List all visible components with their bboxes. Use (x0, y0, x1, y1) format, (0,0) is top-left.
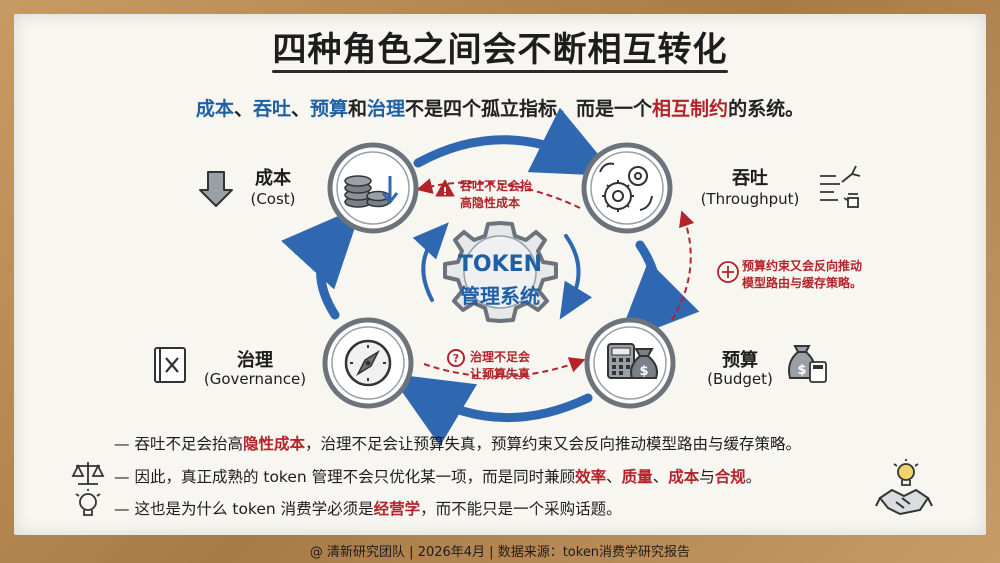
bullet-text: 、 (606, 468, 622, 486)
subtitle-middle: 不是四个孤立指标，而是一个 (405, 98, 653, 120)
bullet-text: 。 (745, 468, 762, 486)
subtitle-budget: 预算 (309, 98, 348, 120)
subtitle-cost: 成本 (195, 98, 234, 120)
bullet-text: 吞吐不足会抬高 (134, 435, 243, 453)
page-title: 四种角色之间会不断相互转化 (272, 30, 728, 70)
bullet-1: — 吞吐不足会抬高隐性成本，治理不足会让预算失真，预算约束又会反向推动模型路由与… (114, 432, 801, 454)
governance-sublabel: (Governance) (203, 370, 307, 388)
budget-label: 预算 (722, 350, 758, 371)
bullet-text: ，治理不足会让预算失真，预算约束又会反向推动模型路由与缓存策略。 (304, 435, 801, 453)
bullet-text: 因此，真正成熟的 token 管理不会只优化某一项，而是同时兼顾 (134, 468, 576, 486)
subtitle-constraint: 相互制约 (652, 98, 729, 120)
bullet-dash: — (114, 435, 130, 453)
bullet-2: — 因此，真正成熟的 token 管理不会只优化某一项，而是同时兼顾效率、质量、… (114, 465, 761, 487)
bullet-highlight: 成本 (668, 468, 700, 486)
governance-label: 治理 (237, 350, 273, 371)
bullet-text: 与 (699, 468, 715, 486)
callout-bottom-line2: 让预算失真 (470, 367, 531, 381)
subtitle-throughput: 吞吐 (252, 98, 291, 120)
budget-sublabel: (Budget) (707, 370, 773, 388)
subtitle-governance: 治理 (367, 98, 406, 120)
subtitle-sep1: 、 (233, 98, 253, 120)
subtitle-sep2: 、 (290, 98, 310, 120)
subtitle: 成本、吞吐、预算和治理不是四个孤立指标，而是一个相互制约的系统。 (0, 94, 1000, 121)
throughput-sublabel: (Throughput) (700, 190, 800, 208)
cost-label: 成本 (255, 168, 291, 189)
bullet-dash: — (114, 500, 130, 518)
center-token-label: TOKEN (457, 252, 543, 277)
bullet-highlight: 质量 (621, 468, 653, 486)
bullet-highlight: 合规 (714, 468, 746, 486)
bullet-highlight: 经营学 (373, 500, 421, 518)
bullet-text: 这也是为什么 token 消费学必须是 (134, 500, 374, 518)
callout-right-line1: 预算约束又会反向推动 (742, 259, 863, 273)
center-system-label: 管理系统 (460, 284, 540, 308)
bullet-text: ，而不能只是一个采购话题。 (420, 500, 622, 518)
footer-credit: @ 清新研究团队 | 2026年4月 | 数据来源：token消费学研究报告 (309, 545, 691, 560)
subtitle-end: 的系统。 (728, 98, 805, 120)
callout-top-line2: 高隐性成本 (460, 196, 521, 210)
subtitle-conj: 和 (348, 98, 368, 120)
throughput-label: 吞吐 (732, 168, 768, 189)
callout-throughput-cost: 吞吐不足会抬 高隐性成本 (460, 178, 532, 212)
callout-bottom-line1: 治理不足会 (470, 350, 531, 364)
callout-governance-budget: 治理不足会 让预算失真 (470, 349, 530, 383)
callout-right-line2: 模型路由与缓存策略。 (742, 276, 863, 290)
callout-budget-throughput: 预算约束又会反向推动 模型路由与缓存策略。 (742, 258, 862, 292)
bullet-highlight: 效率 (575, 468, 607, 486)
bullet-3: — 这也是为什么 token 消费学必须是经营学，而不能只是一个采购话题。 (114, 497, 622, 519)
bullet-text: 、 (652, 468, 669, 486)
cost-sublabel: (Cost) (250, 190, 296, 208)
bullet-highlight: 隐性成本 (242, 435, 305, 453)
bullet-dash: — (114, 468, 130, 486)
title-underline (272, 70, 728, 73)
callout-top-line1: 吞吐不足会抬 (460, 179, 533, 193)
